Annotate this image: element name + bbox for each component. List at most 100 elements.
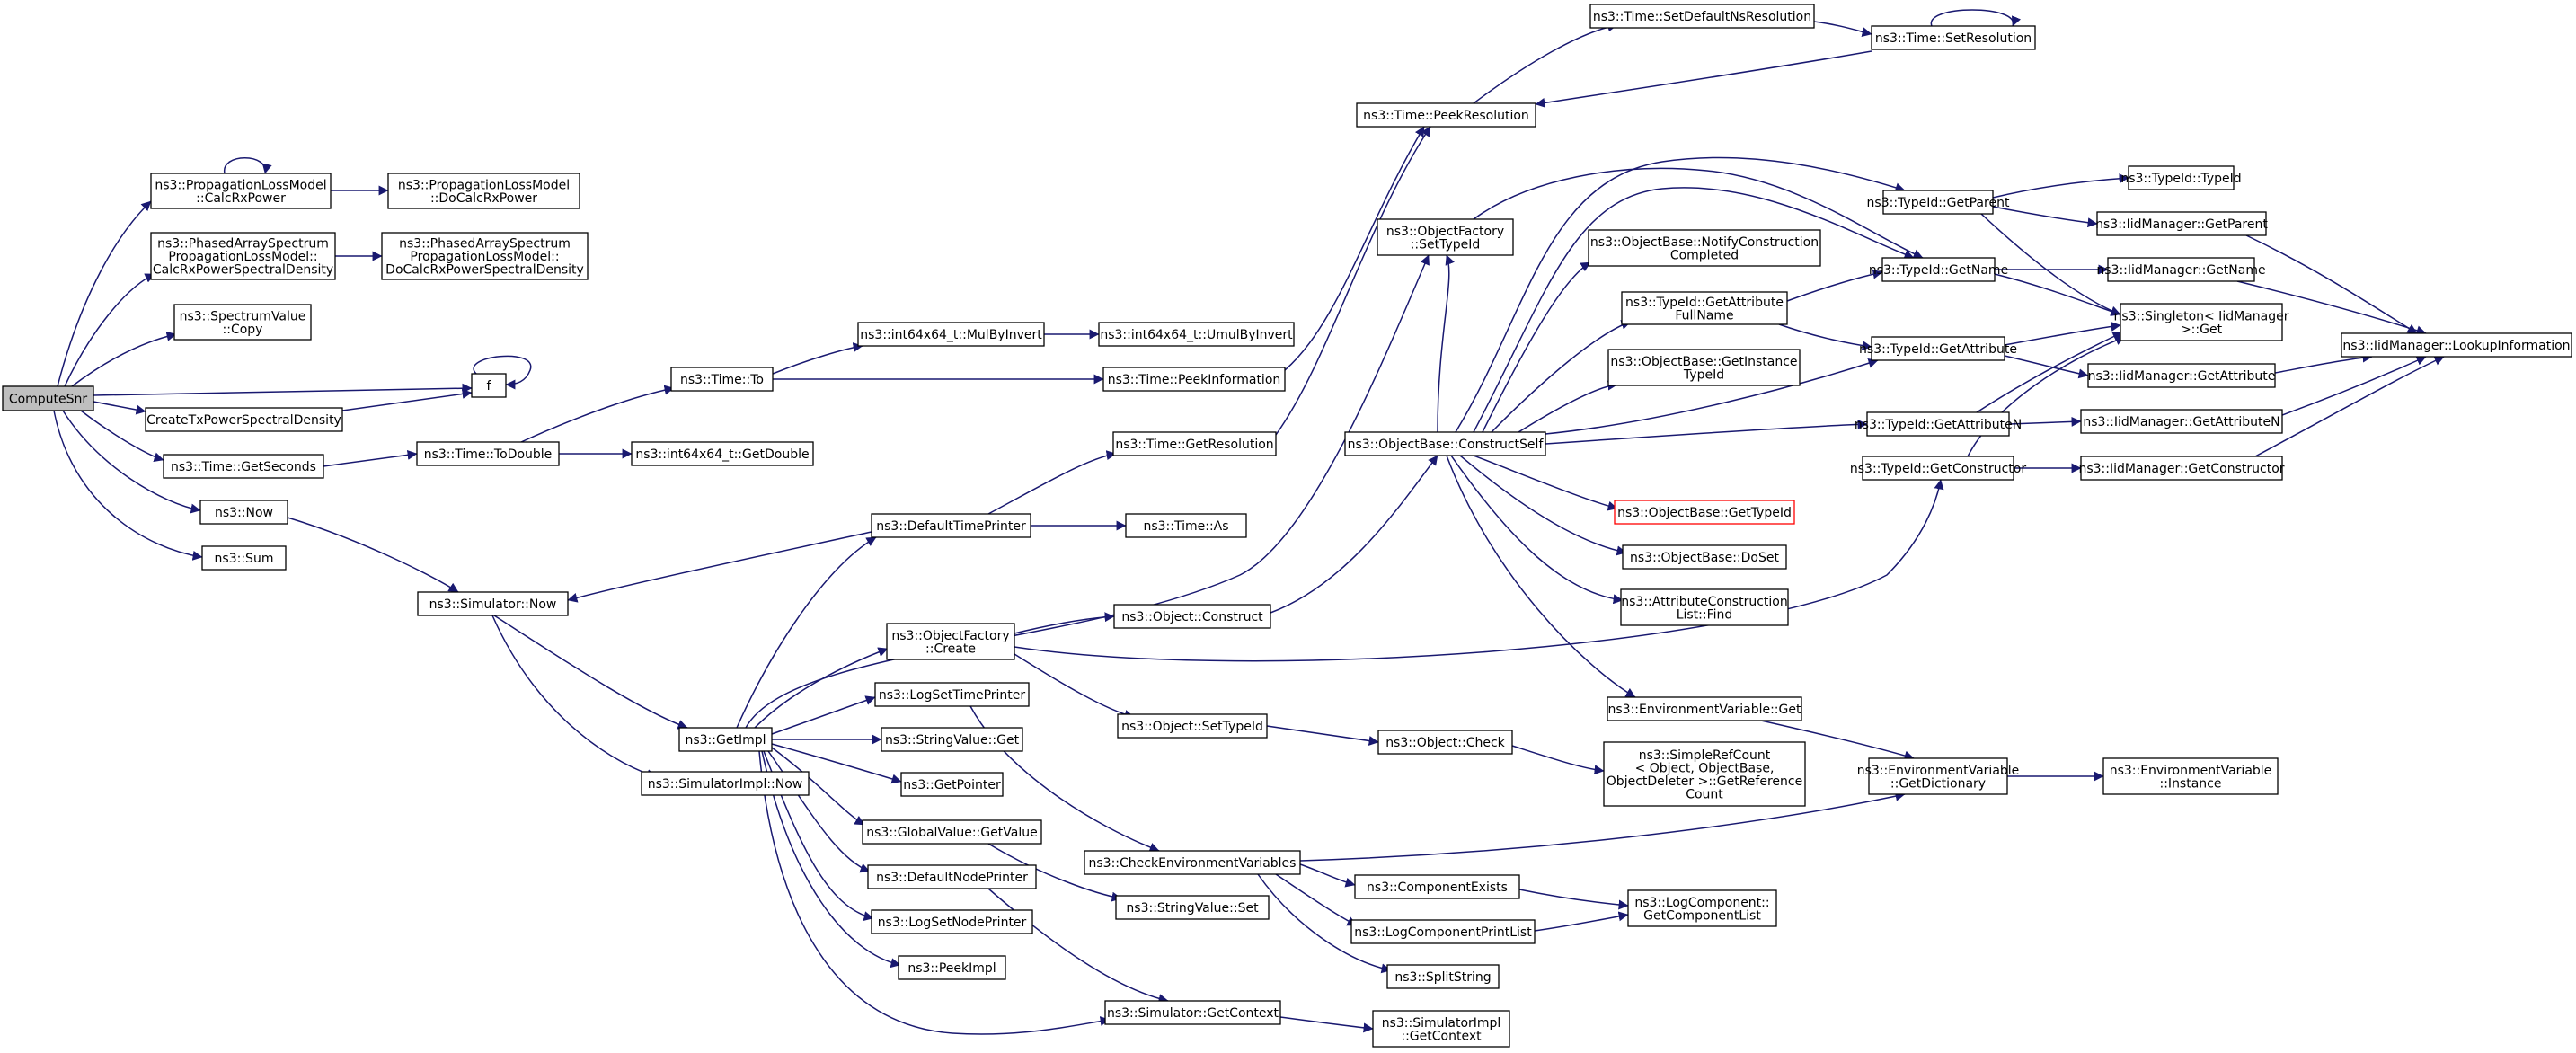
node-now[interactable]: ns3::Now [199, 500, 288, 525]
node-box [2087, 363, 2276, 388]
node-objectbase_constructself[interactable]: ns3::ObjectBase::ConstructSelf [1344, 431, 1546, 456]
node-peekimpl[interactable]: ns3::PeekImpl [898, 955, 1006, 980]
node-defaultnodeprinter[interactable]: ns3::DefaultNodePrinter [867, 864, 1037, 889]
node-label-line: GetComponentList [1643, 908, 1761, 923]
node-label-line: ns3::SpectrumValue [180, 309, 306, 323]
node-iidmanager_lookupinformation[interactable]: ns3::IidManager::LookupInformation [2341, 332, 2572, 358]
node-label-line: ns3::PhasedArraySpectrum [157, 237, 329, 252]
node-simulatorimpl_now[interactable]: ns3::SimulatorImpl::Now [641, 771, 810, 796]
node-label-line: ns3::SplitString [1394, 970, 1491, 985]
node-typeid_getparent[interactable]: ns3::TypeId::GetParent [1867, 190, 2010, 215]
node-label-line: ns3::EnvironmentVariable [2110, 764, 2272, 778]
node-iidmanager_getconstructor[interactable]: ns3::IidManager::GetConstructor [2078, 456, 2285, 481]
node-box [862, 819, 1042, 845]
node-simulator_getcontext[interactable]: ns3::Simulator::GetContext [1104, 1000, 1281, 1025]
node-iidmanager_getattributen[interactable]: ns3::IidManager::GetAttributeN [2080, 409, 2283, 434]
node-i64_umulbyinvert[interactable]: ns3::int64x64_t::UmulByInvert [1098, 322, 1295, 347]
node-envvar_get[interactable]: ns3::EnvironmentVariable::Get [1607, 696, 1802, 721]
edge-objectbase_constructself-to-typeid_getattributefullname [1491, 320, 1632, 433]
node-logcomponent_getcomponentlist[interactable]: ns3::LogComponent::GetComponentList [1627, 889, 1777, 927]
node-time_peekinformation[interactable]: ns3::Time::PeekInformation [1102, 367, 1286, 392]
node-time_to[interactable]: ns3::Time::To [670, 367, 774, 392]
node-box [173, 304, 312, 341]
node-getpointer[interactable]: ns3::GetPointer [900, 772, 1004, 797]
node-objectfactory_settypeid[interactable]: ns3::ObjectFactory::SetTypeId [1377, 218, 1514, 256]
node-logsettimeprinter[interactable]: ns3::LogSetTimePrinter [874, 682, 1030, 707]
node-createtxpsd[interactable]: CreateTxPowerSpectralDensity [145, 407, 343, 432]
node-logsetnodeprinter[interactable]: ns3::LogSetNodePrinter [871, 909, 1033, 934]
node-stringvalue_set[interactable]: ns3::StringValue::Set [1115, 895, 1270, 920]
edge-typeid_getattributefullname-to-typeid_getattribute [1778, 323, 1872, 351]
node-f[interactable]: f [471, 373, 507, 398]
node-typeid_getattributen[interactable]: ns3::TypeId::GetAttributeN [1855, 411, 2022, 437]
node-pas_docalcpsd[interactable]: ns3::PhasedArraySpectrumPropagationLossM… [381, 232, 589, 280]
node-typeid_getattribute[interactable]: ns3::TypeId::GetAttribute [1859, 336, 2017, 361]
node-object_construct[interactable]: ns3::Object::Construct [1113, 604, 1271, 629]
node-time_as[interactable]: ns3::Time::As [1125, 513, 1247, 538]
node-splitstring[interactable]: ns3::SplitString [1386, 964, 1500, 989]
node-label-line: ns3::Time::As [1143, 519, 1228, 534]
node-stringvalue_get[interactable]: ns3::StringValue::Get [881, 727, 1023, 752]
node-box [2107, 257, 2255, 282]
node-box [1115, 895, 1270, 920]
edge-objectfactory_create-to-typeid_getconstructor [1014, 479, 1944, 662]
edge-getimpl-to-logsettimeprinter [771, 695, 876, 735]
node-computesnr[interactable]: ComputeSnr [2, 385, 94, 411]
edge-globalvalue_getvalue-to-stringvalue_set [987, 843, 1122, 902]
node-box [145, 407, 343, 432]
node-logcomponentprintlist[interactable]: ns3::LogComponentPrintList [1350, 919, 1536, 944]
node-envvar_instance[interactable]: ns3::EnvironmentVariable::Instance [2102, 757, 2279, 795]
node-simulatorimpl_getcontext[interactable]: ns3::SimulatorImpl::GetContext [1372, 1010, 1510, 1048]
node-plm_calcrx[interactable]: ns3::PropagationLossModel::CalcRxPower [150, 173, 332, 209]
node-box [199, 500, 288, 525]
node-objectfactory_create[interactable]: ns3::ObjectFactory::Create [886, 623, 1015, 660]
node-time_setdefaultns[interactable]: ns3::Time::SetDefaultNsResolution [1589, 4, 1815, 29]
node-label-line: ns3::Time::ToDouble [424, 447, 553, 462]
node-singleton_get[interactable]: ns3::Singleton< IidManager>::Get [2114, 303, 2289, 341]
node-defaulttimeprinter[interactable]: ns3::DefaultTimePrinter [871, 513, 1031, 538]
node-typeid_getname[interactable]: ns3::TypeId::GetName [1869, 257, 2008, 282]
node-time_setresolution[interactable]: ns3::Time::SetResolution [1871, 25, 2036, 50]
node-object_settypeid[interactable]: ns3::Object::SetTypeId [1117, 713, 1268, 739]
node-iidmanager_getname[interactable]: ns3::IidManager::GetName [2096, 257, 2266, 282]
node-simplerefcount[interactable]: ns3::SimpleRefCount< Object, ObjectBase,… [1603, 741, 1806, 807]
node-typeid_getconstructor[interactable]: ns3::TypeId::GetConstructor [1850, 456, 2026, 481]
node-time_todouble[interactable]: ns3::Time::ToDouble [416, 441, 560, 466]
node-box [471, 373, 507, 398]
node-iidmanager_getattribute[interactable]: ns3::IidManager::GetAttribute [2087, 363, 2276, 388]
node-time_getseconds[interactable]: ns3::Time::GetSeconds [163, 454, 324, 479]
node-object_check[interactable]: ns3::Object::Check [1377, 730, 1513, 755]
node-componentexists[interactable]: ns3::ComponentExists [1354, 874, 1520, 899]
node-checkenvvars[interactable]: ns3::CheckEnvironmentVariables [1084, 850, 1301, 875]
node-box [2080, 456, 2283, 481]
node-envvar_getdictionary[interactable]: ns3::EnvironmentVariable::GetDictionary [1857, 757, 2020, 795]
edge-time_to-to-i64_mulbyinvert [772, 342, 863, 375]
node-label-line: ::CalcRxPower [196, 191, 286, 206]
node-simulator_now[interactable]: ns3::Simulator::Now [417, 591, 569, 616]
node-label-line: ns3::LogSetTimePrinter [879, 688, 1026, 703]
node-box [1125, 513, 1247, 538]
node-box [1117, 713, 1268, 739]
node-objectbase_gettypeid[interactable]: ns3::ObjectBase::GetTypeId [1614, 500, 1795, 525]
node-iidmanager_getparent[interactable]: ns3::IidManager::GetParent [2095, 211, 2268, 236]
edge-typeid_getattribute-to-iidmanager_getattribute [2004, 355, 2089, 379]
node-pas_calcpsd[interactable]: ns3::PhasedArraySpectrumPropagationLossM… [150, 232, 336, 280]
node-time_getresolution[interactable]: ns3::Time::GetResolution [1112, 431, 1277, 456]
node-spectrumvalue_copy[interactable]: ns3::SpectrumValue::Copy [173, 304, 312, 341]
node-sum[interactable]: ns3::Sum [201, 545, 287, 571]
node-i64_getdouble[interactable]: ns3::int64x64_t::GetDouble [631, 441, 814, 466]
node-label-line: TypeId [1683, 367, 1724, 382]
node-label-line: CreateTxPowerSpectralDensity [146, 413, 341, 428]
node-box [1354, 874, 1520, 899]
node-objectbase_notifyconstruction[interactable]: ns3::ObjectBase::NotifyConstructionCompl… [1588, 229, 1821, 267]
node-objectbase_doset[interactable]: ns3::ObjectBase::DoSet [1622, 544, 1787, 570]
node-time_peekresolution[interactable]: ns3::Time::PeekResolution [1356, 102, 1536, 128]
node-typeid_typeid[interactable]: ns3::TypeId::TypeId [2120, 165, 2242, 190]
node-globalvalue_getvalue[interactable]: ns3::GlobalValue::GetValue [862, 819, 1042, 845]
node-plm_docalcrx[interactable]: ns3::PropagationLossModel::DoCalcRxPower [387, 173, 580, 209]
node-getimpl[interactable]: ns3::GetImpl [678, 727, 773, 752]
node-i64_mulbyinvert[interactable]: ns3::int64x64_t::MulByInvert [857, 322, 1045, 347]
